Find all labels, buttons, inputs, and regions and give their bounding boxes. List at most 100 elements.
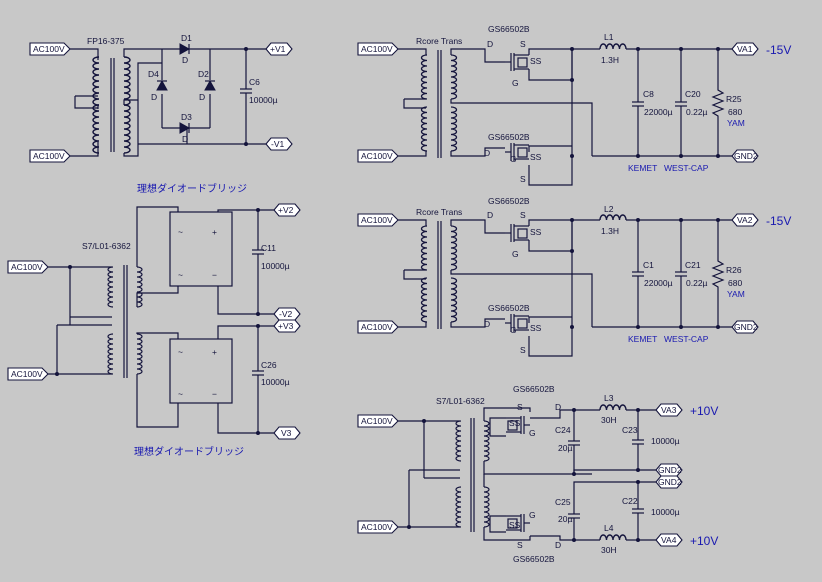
q6-pin-d: D xyxy=(555,540,561,550)
c11-label: C11 xyxy=(261,243,276,253)
port-va1-label: VA1 xyxy=(737,44,753,54)
port-ac100v-5b-label: AC100V xyxy=(361,522,393,532)
c20-value: 0.22µ xyxy=(686,107,708,117)
bridge2-plus: + xyxy=(212,347,217,357)
q3-pin-d: D xyxy=(487,210,493,220)
port-ac100v-4a-label: AC100V xyxy=(361,215,393,225)
c8-brand: KEMET xyxy=(628,163,657,173)
diode-d3 xyxy=(179,122,191,134)
q2-pin-s: S xyxy=(520,174,526,184)
t2-primary-coil-upper xyxy=(107,266,114,308)
q1-label: GS66502B xyxy=(488,24,530,34)
port-ac100v-1b-label: AC100V xyxy=(33,151,65,161)
t2-label: S7/L01-6362 xyxy=(82,241,131,251)
c8-label: C8 xyxy=(643,89,654,99)
port-gnd2-b-label: GND2 xyxy=(734,322,758,332)
r25-label: R25 xyxy=(726,94,742,104)
diode-d4 xyxy=(156,79,168,91)
va3-voltage: +10V xyxy=(690,404,718,418)
q4-pin-s: S xyxy=(520,345,526,355)
l4-value: 30H xyxy=(601,545,617,555)
t2-secondary-coil-lower xyxy=(136,333,143,375)
port-neg-v3-label: V3 xyxy=(281,428,292,438)
q5-label: GS66502B xyxy=(513,384,555,394)
port-gnd2-a-label: GND2 xyxy=(734,151,758,161)
bridge2-ac-top: ~ xyxy=(178,347,183,357)
q3-label: GS66502B xyxy=(488,196,530,206)
bridge1-ac-top: ~ xyxy=(178,227,183,237)
q1-pin-g: G xyxy=(512,78,519,88)
q3-pin-ss: SS xyxy=(530,227,542,237)
d1-label: D1 xyxy=(181,33,192,43)
rcore1-secondary-upper xyxy=(450,54,458,100)
c25-value: 20µ xyxy=(558,514,572,524)
c26-label: C26 xyxy=(261,360,277,370)
t2-primary-coil-lower xyxy=(107,333,114,375)
t1-secondary-coil-lower xyxy=(123,104,131,154)
t3-primary-coil-lower xyxy=(455,486,462,528)
c24-value: 20µ xyxy=(558,443,572,453)
inductor-l1 xyxy=(599,43,627,50)
c23-label: C23 xyxy=(622,425,638,435)
l4-label: L4 xyxy=(604,523,614,533)
port-ac100v-5a-label: AC100V xyxy=(361,416,393,426)
q6-pin-ss: SS xyxy=(509,520,521,530)
q6-label: GS66502B xyxy=(513,554,555,564)
c21-label: C21 xyxy=(685,260,701,270)
q4-pin-d: D xyxy=(484,319,490,329)
rcore2-primary-upper xyxy=(420,225,428,271)
rcore1-primary-lower xyxy=(420,106,428,152)
diode-d2 xyxy=(204,79,216,91)
rcore2-secondary-upper xyxy=(450,225,458,271)
c1-value: 22000µ xyxy=(644,278,673,288)
d2-type: D xyxy=(199,92,205,102)
q5-pin-s: S xyxy=(517,402,523,412)
q1-pin-s: S xyxy=(520,39,526,49)
t1-label: FP16-375 xyxy=(87,36,125,46)
l1-label: L1 xyxy=(604,32,614,42)
port-neg-v1-label: -V1 xyxy=(271,139,285,149)
t2-secondary-coil-upper xyxy=(136,266,143,308)
bridge-caption-1: 理想ダイオードブリッジ xyxy=(137,182,247,195)
c6-value: 10000µ xyxy=(249,95,278,105)
q6-pin-s: S xyxy=(517,540,523,550)
t3-primary-coil-upper xyxy=(455,420,462,462)
port-ac100v-3a-label: AC100V xyxy=(361,44,393,54)
r25-brand: YAM xyxy=(727,118,745,128)
block-va2-supply: AC100V AC100V Rcore Trans GS66502B GS665… xyxy=(357,196,791,357)
c1-label: C1 xyxy=(643,260,654,270)
bridge2-minus: − xyxy=(212,389,217,399)
block-va1-supply: AC100V AC100V Rcore Trans GS66502B GS665… xyxy=(357,24,791,186)
c6-label: C6 xyxy=(249,77,260,87)
rcore2-secondary-lower xyxy=(450,277,458,323)
q4-pin-ss: SS xyxy=(530,323,542,333)
va1-voltage: -15V xyxy=(766,43,791,57)
port-gnd2-d-label: GND2 xyxy=(658,477,682,487)
block-fp16-bridge: AC100V AC100V FP16-375 D1 D D4 xyxy=(29,33,293,163)
d2-label: D2 xyxy=(198,69,209,79)
t1-secondary-coil-upper xyxy=(123,56,131,106)
va4-voltage: +10V xyxy=(690,534,718,548)
port-pos-v1-label: +V1 xyxy=(270,44,286,54)
port-ac100v-1a-label: AC100V xyxy=(33,44,65,54)
ideal-bridge-lower xyxy=(169,338,233,404)
r26-brand: YAM xyxy=(727,289,745,299)
q2-label: GS66502B xyxy=(488,132,530,142)
t3-secondary-coil-lower xyxy=(483,486,490,528)
c11-value: 10000µ xyxy=(261,261,290,271)
resistor-r25 xyxy=(712,85,724,121)
rcore1-label: Rcore Trans xyxy=(416,36,462,46)
ideal-bridge-upper xyxy=(169,211,233,287)
port-va2-label: VA2 xyxy=(737,215,753,225)
q4-pin-g: G xyxy=(510,325,517,335)
rcore1-primary-upper xyxy=(420,54,428,100)
bridge-caption-2: 理想ダイオードブリッジ xyxy=(134,445,244,458)
port-pos-v3-label: +V3 xyxy=(278,321,294,331)
t1-primary-coil-upper xyxy=(92,56,100,106)
l2-label: L2 xyxy=(604,204,614,214)
d3-label: D3 xyxy=(181,112,192,122)
bridge2-ac-bottom: ~ xyxy=(178,389,183,399)
inductor-l2 xyxy=(599,214,627,221)
rcore2-label: Rcore Trans xyxy=(416,207,462,217)
gan-fet-q3 xyxy=(504,223,530,243)
